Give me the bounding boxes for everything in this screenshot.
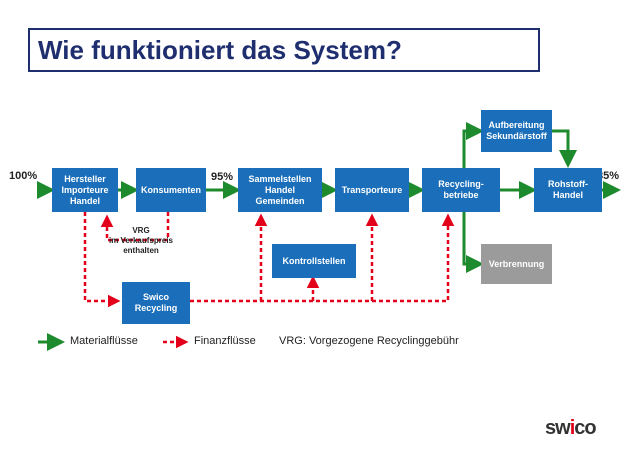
node-rohstoff-handel: Rohstoff- Handel	[534, 168, 602, 212]
node-verbrennung: Verbrennung	[481, 244, 552, 284]
flow-material-recycling-aufbereitung	[462, 122, 484, 168]
node-sammelstellen: Sammelstellen Handel Gemeinden	[238, 168, 322, 212]
node-kontrollstellen: Kontrollstellen	[272, 244, 356, 278]
page-title: Wie funktioniert das System?	[38, 35, 402, 65]
logo-slash: i	[569, 417, 575, 439]
percent-start: 100%	[9, 170, 38, 182]
logo-part-1: sw	[545, 417, 571, 439]
flow-finance-hersteller-swico	[83, 212, 121, 308]
flow-finance-swico-recycling	[190, 213, 455, 303]
legend-abbreviation: VRG: Vorgezogene Recyclinggebühr	[279, 335, 459, 347]
logo-part-2: co	[574, 417, 596, 439]
flow-finance-konsumenten-hersteller	[100, 212, 170, 242]
node-transporteure: Transporteure	[335, 168, 409, 212]
title-box: Wie funktioniert das System?	[28, 28, 540, 72]
node-recycling-betriebe: Recycling- betriebe	[422, 168, 500, 212]
vrg-note: VRG im Verkaufspreis enthalten	[108, 226, 174, 255]
node-konsumenten: Konsumenten	[136, 168, 206, 212]
node-aufbereitung: Aufbereitung Sekundärstoff	[481, 110, 552, 152]
legend-finance-label: Finanzflüsse	[194, 335, 256, 347]
swico-logo: swico	[545, 417, 597, 440]
percent-end: 85%	[597, 170, 620, 182]
legend-material-label: Materialflüsse	[70, 335, 138, 347]
node-hersteller: Hersteller Importeure Handel	[52, 168, 118, 212]
flow-material-recycling-verbrennung	[462, 212, 484, 273]
flow-material-aufbereitung-rohstoff	[552, 129, 577, 168]
percent-mid: 95%	[211, 171, 234, 183]
node-swico-recycling: Swico Recycling	[122, 282, 190, 324]
